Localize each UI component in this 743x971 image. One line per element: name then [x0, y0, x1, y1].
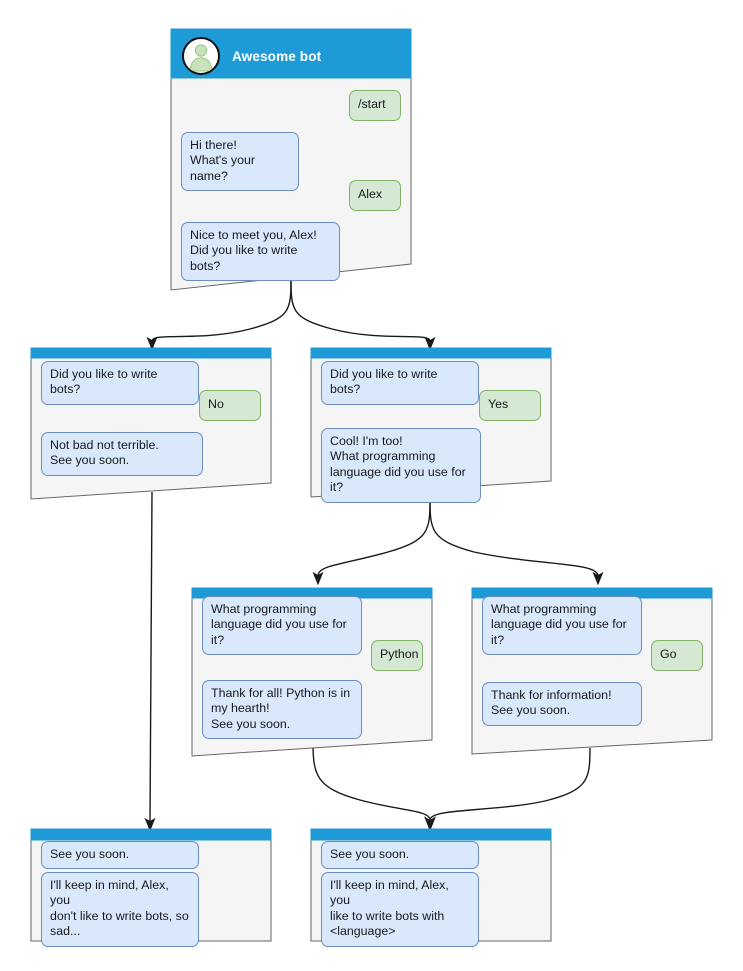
message-bubble-bot: What programming language did you use fo…	[482, 596, 642, 656]
message-bubble-bot: Cool! I'm too! What programming language…	[321, 428, 481, 503]
message-bubble-bot: Nice to meet you, Alex! Did you like to …	[181, 222, 340, 282]
edge-yes-to-go	[429, 496, 599, 577]
message-bubble-user: /start	[349, 90, 401, 121]
message-bubble-bot: Hi there! What's your name?	[181, 132, 299, 192]
message-bubble-bot: See you soon.	[321, 841, 479, 870]
message-bubble-bot: Not bad not terrible. See you soon.	[41, 432, 203, 476]
message-bubble-bot: I'll keep in mind, Alex, you like to wri…	[321, 872, 479, 947]
edge-no-to-end-no	[149, 491, 153, 823]
edges-layer	[144, 276, 604, 832]
message-bubble-bot: Did you like to write bots?	[41, 361, 199, 405]
edge-yes-to-python	[317, 496, 431, 577]
message-bubble-user: Go	[651, 640, 703, 671]
edge-arrow-no-to-end-no	[144, 817, 156, 832]
edge-start-to-yes	[290, 276, 431, 342]
message-bubble-bot: I'll keep in mind, Alex, you don't like …	[41, 872, 199, 947]
edge-arrow-python-to-end-yes	[423, 816, 437, 832]
edge-arrow-yes-to-go	[592, 571, 604, 586]
message-bubble-user: No	[199, 390, 261, 421]
message-bubble-user: Python	[371, 640, 423, 671]
start-node-title: Awesome bot	[232, 49, 322, 64]
message-bubble-bot: Thank for information! See you soon.	[482, 682, 642, 726]
edge-arrow-start-to-no	[146, 336, 158, 351]
message-bubble-bot: What programming language did you use fo…	[202, 596, 362, 656]
edge-go-to-end-yes	[429, 747, 591, 821]
edge-arrow-yes-to-python	[312, 571, 324, 586]
message-bubble-user: Alex	[349, 180, 401, 211]
message-bubble-bot: Thank for all! Python is in my hearth! S…	[202, 680, 362, 740]
edge-arrow-start-to-yes	[424, 336, 436, 351]
person-avatar-icon	[182, 37, 220, 75]
message-bubble-bot: See you soon.	[41, 841, 199, 870]
edge-start-to-no	[151, 276, 292, 342]
message-bubble-bot: Did you like to write bots?	[321, 361, 479, 405]
edge-python-to-end-yes	[312, 741, 431, 821]
message-bubble-user: Yes	[479, 390, 541, 421]
